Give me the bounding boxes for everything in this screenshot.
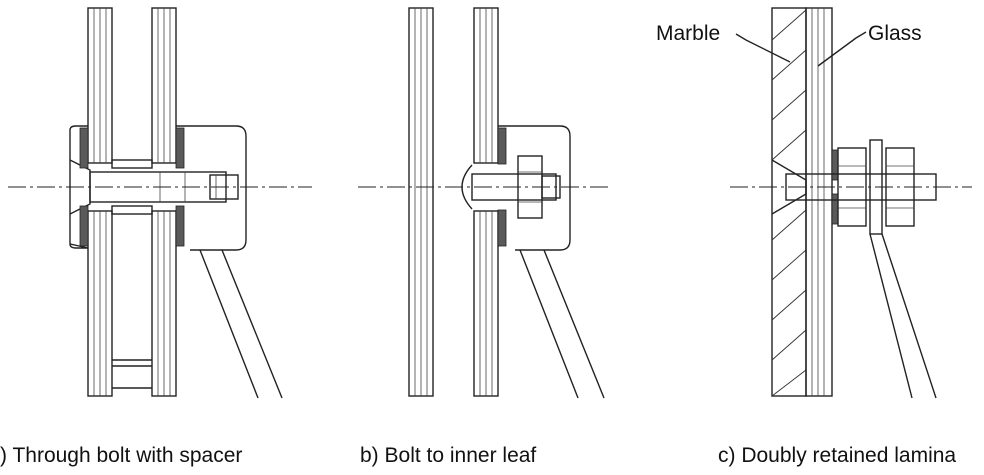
- panel-a-arm: [199, 249, 283, 399]
- panel-b-inner-leaf: [473, 7, 499, 397]
- panel-b-fitting-body: [498, 125, 571, 251]
- panel-a-drawing: [8, 7, 312, 399]
- panel-b-caption: b) Bolt to inner leaf: [360, 444, 536, 467]
- panel-a-inner-leaf: [151, 7, 177, 397]
- marble-leader-line: [735, 33, 791, 63]
- panel-a-fitting-body: [69, 125, 247, 251]
- panel-a-caption: ) Through bolt with spacer: [0, 444, 242, 467]
- marble-slab: [771, 7, 807, 397]
- glass-callout: Glass: [868, 22, 922, 45]
- glass-leader-line: [817, 31, 867, 67]
- glass-leaf: [805, 7, 833, 397]
- panel-c-drawing: [730, 7, 972, 399]
- panel-b-arm: [519, 249, 605, 399]
- panel-c-arm: [869, 233, 937, 399]
- panel-b-outer-leaf: [408, 7, 434, 397]
- panel-a-outer-leaf: [87, 7, 113, 397]
- panel-c-caption: c) Doubly retained lamina: [718, 444, 956, 467]
- panel-b-drawing: [358, 7, 612, 399]
- marble-callout: Marble: [656, 22, 720, 45]
